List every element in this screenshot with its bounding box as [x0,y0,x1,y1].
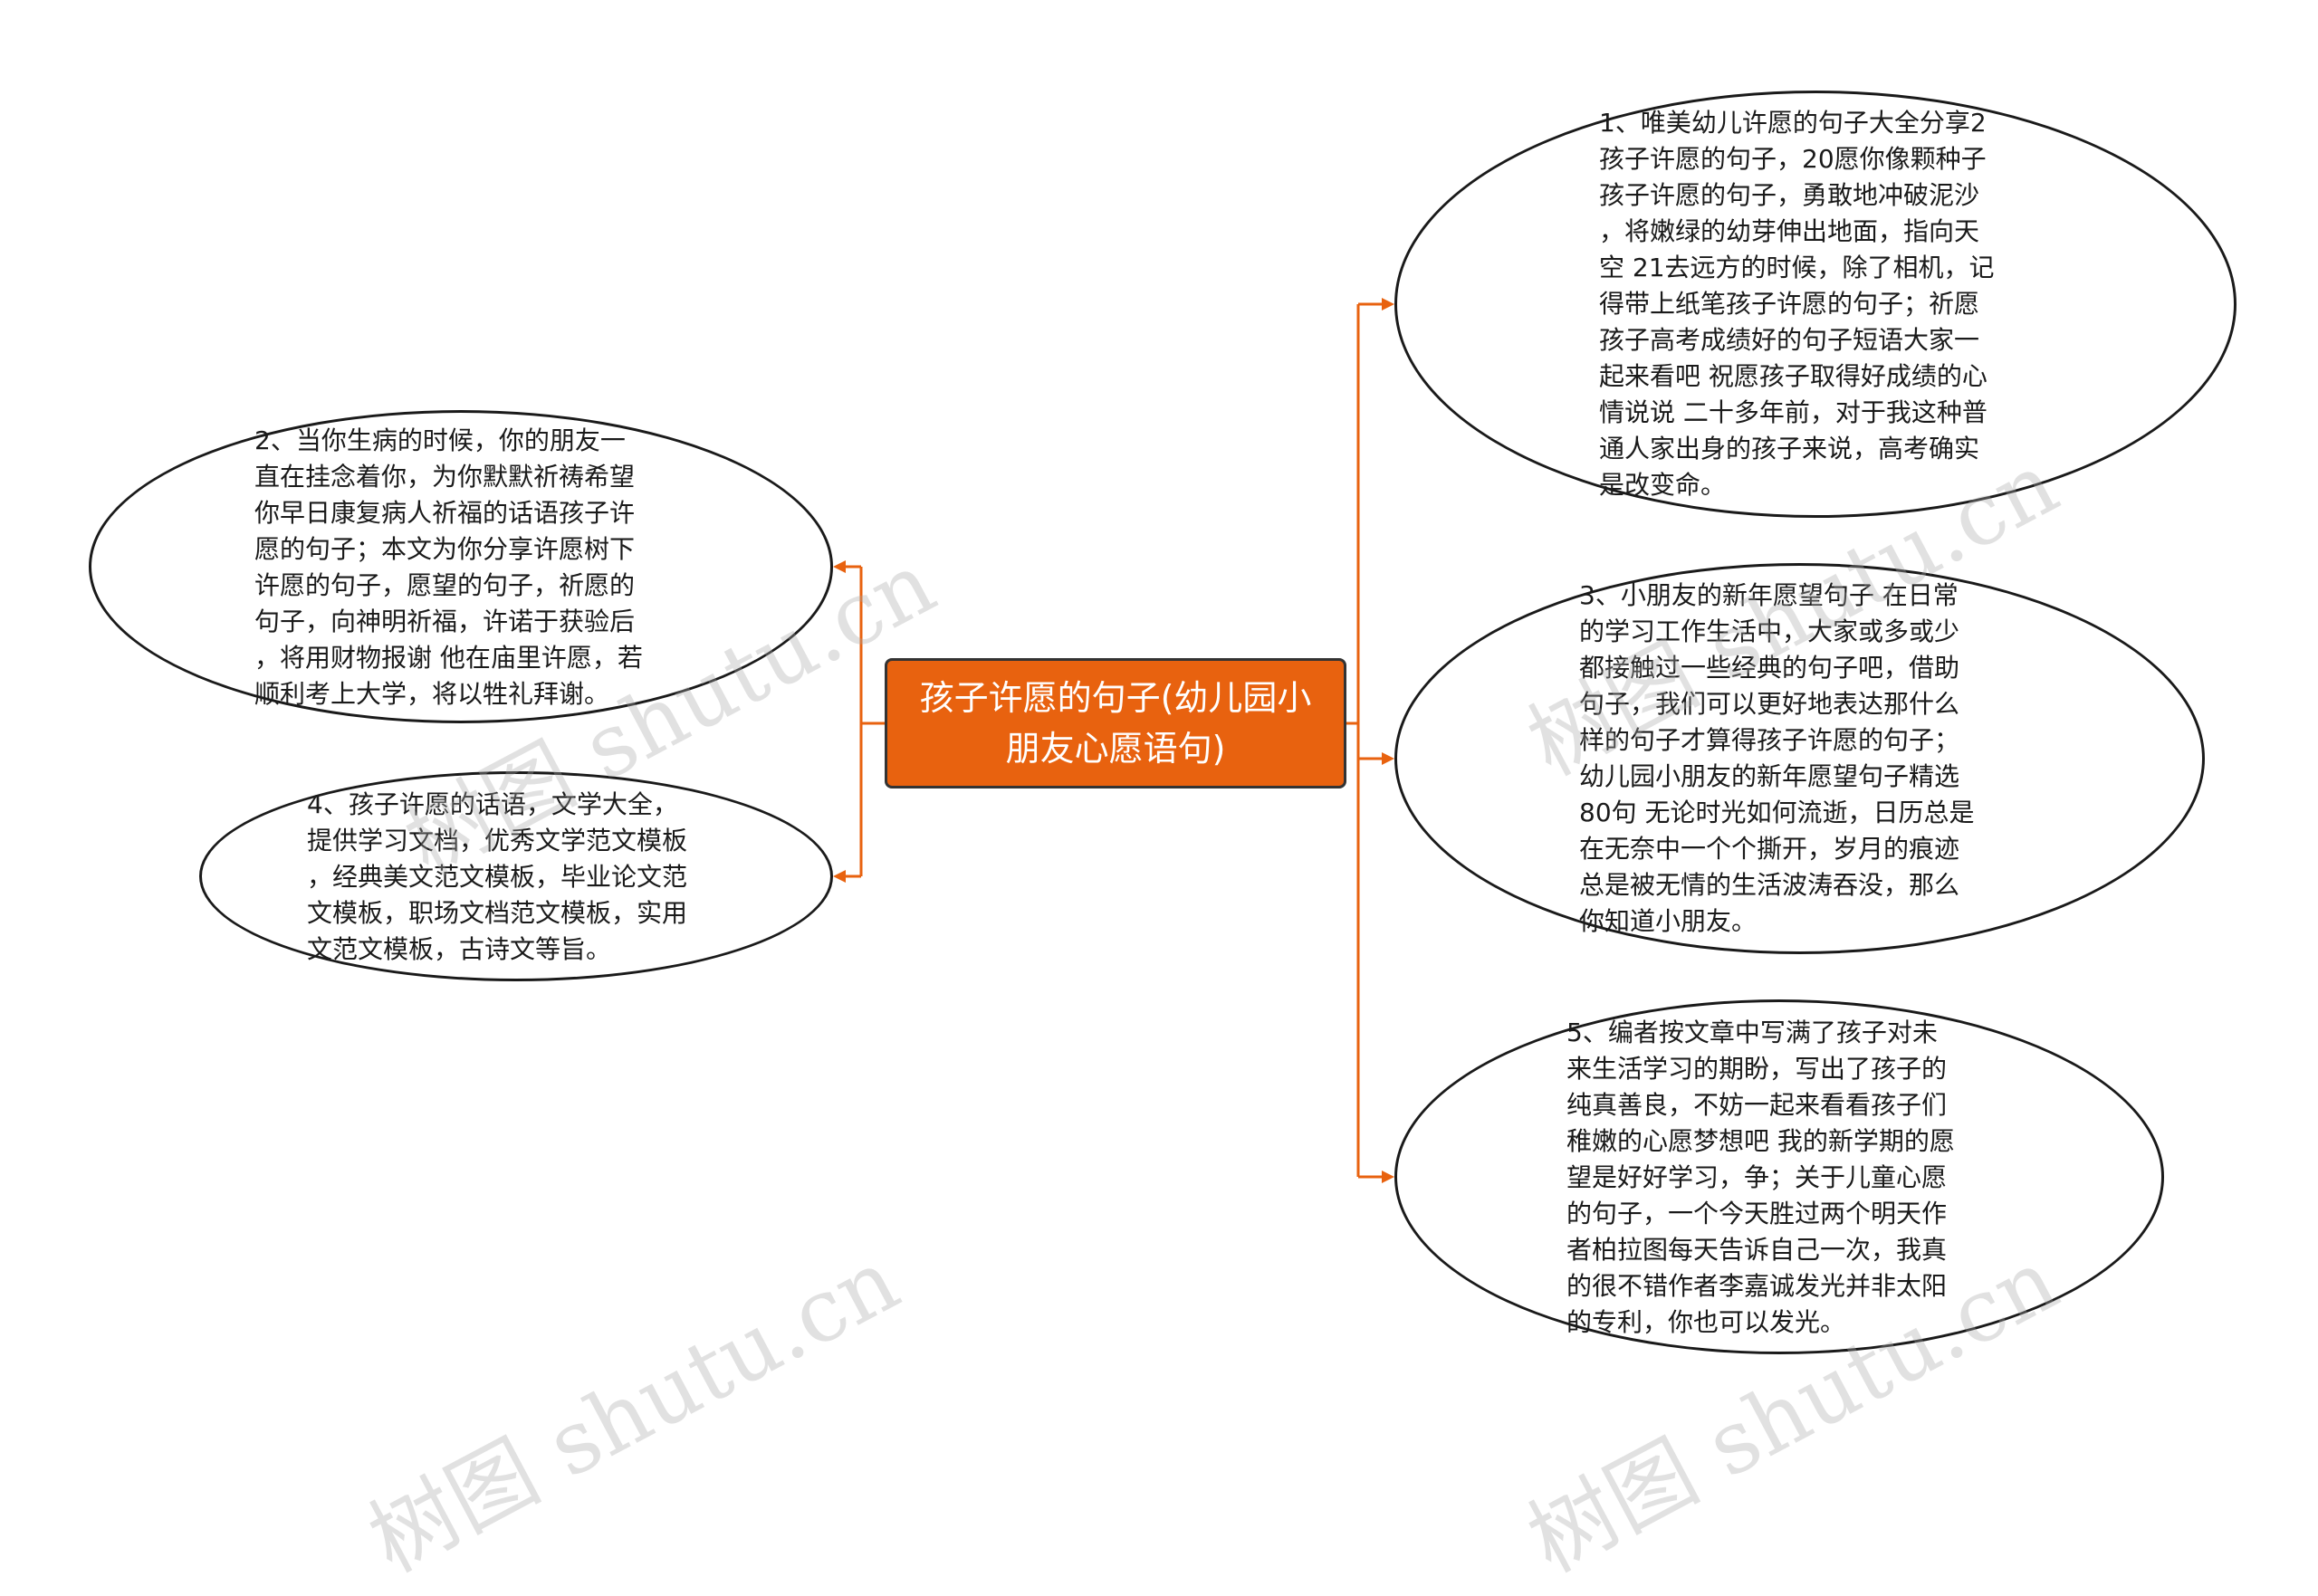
arrow-n4 [833,870,846,883]
topic-node-5[interactable]: 5、编者按文章中写满了孩子对未 来生活学习的期盼，写出了孩子的 纯真善良，不妨一… [1394,999,2164,1354]
topic-node-1-text: 1、唯美幼儿许愿的句子大全分享2 孩子许愿的句子，20愿你像颗种子 孩子许愿的句… [1599,108,1995,500]
topic-node-4[interactable]: 4、孩子许愿的话语，文学大全， 提供学习文档，优秀文学范文模板 ，经典美文范文模… [199,771,833,981]
topic-node-3[interactable]: 3、小朋友的新年愿望句子 在日常 的学习工作生活中，大家或多或少 都接触过一些经… [1394,563,2205,954]
connector-root-right [1346,304,1360,1177]
topic-node-2[interactable]: 2、当你生病的时候，你的朋友一 直在挂念着你，为你默默祈祷希望 你早日康复病人祈… [89,410,833,723]
topic-node-2-text: 2、当你生病的时候，你的朋友一 直在挂念着你，为你默默祈祷希望 你早日康复病人祈… [254,425,643,709]
arrow-n5 [1382,1171,1394,1183]
topic-node-3-text: 3、小朋友的新年愿望句子 在日常 的学习工作生活中，大家或多或少 都接触过一些经… [1579,580,1975,936]
root-node[interactable]: 孩子许愿的句子(幼儿园小 朋友心愿语句) [885,658,1346,788]
arrow-n2 [833,560,846,573]
arrow-n3 [1382,752,1394,765]
connector-root-left [859,567,885,876]
topic-node-1[interactable]: 1、唯美幼儿许愿的句子大全分享2 孩子许愿的句子，20愿你像颗种子 孩子许愿的句… [1394,91,2237,518]
connector-lines [833,298,1394,1183]
topic-node-4-text: 4、孩子许愿的话语，文学大全， 提供学习文档，优秀文学范文模板 ，经典美文范文模… [307,789,688,964]
topic-node-5-text: 5、编者按文章中写满了孩子对未 来生活学习的期盼，写出了孩子的 纯真善良，不妨一… [1566,1018,1955,1337]
arrow-n1 [1382,298,1394,311]
